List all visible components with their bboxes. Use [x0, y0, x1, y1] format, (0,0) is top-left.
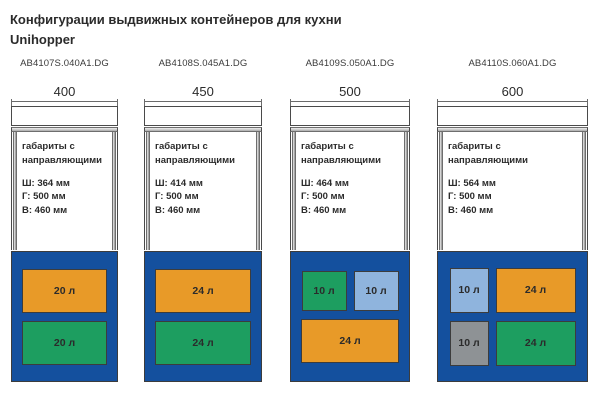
container-bin[interactable]: 10 л [301, 270, 347, 311]
top-rail [290, 127, 410, 132]
specs-header-line1: габариты с [301, 141, 354, 152]
slide-guide-left [146, 132, 150, 250]
dimension-line [11, 97, 118, 106]
dimension-line [437, 97, 588, 106]
specs-header-line2: направляющими [22, 154, 102, 166]
container-bin[interactable]: 20 л [22, 268, 107, 313]
drawer-front [437, 106, 588, 126]
slide-guide-left [292, 132, 296, 250]
slide-guide-right [404, 132, 408, 250]
dimension-value: 450 [144, 84, 262, 99]
slide-guide-right [582, 132, 586, 250]
drawer-front [144, 106, 262, 126]
spec-width: Ш: 414 мм [155, 177, 203, 189]
top-rail [144, 127, 262, 132]
dimension-line [144, 97, 262, 106]
spec-height: В: 460 мм [448, 205, 494, 217]
container-bin[interactable]: 10 л [449, 267, 489, 313]
spec-depth: Г: 500 мм [448, 191, 492, 203]
specs-block: габариты с направляющими Ш: 564 мм Г: 500 м… [448, 140, 577, 218]
cabinet-interior: габариты с направляющими Ш: 364 мм Г: 500 м… [11, 132, 118, 250]
part-number-label: AB4109S.050A1.DG [305, 58, 395, 69]
slide-guide-left [13, 132, 17, 250]
container-bin[interactable]: 20 л [22, 320, 107, 365]
spec-depth: Г: 500 мм [22, 191, 66, 203]
bin-row: 20 л [22, 320, 107, 365]
slide-guide-left [439, 132, 443, 250]
configuration-columns: AB4107S.040A1.DG 400 габариты с направляющи… [0, 58, 600, 398]
bin-row: 20 л [22, 268, 107, 313]
page-title-line2: Unihopper [10, 32, 75, 48]
top-rail [11, 127, 118, 132]
specs-spacer [22, 168, 107, 177]
container-bin[interactable]: 24 л [495, 267, 576, 313]
spec-height: В: 460 мм [155, 205, 201, 217]
bin-row: 24 л [155, 320, 251, 365]
dimension-callout: 600 [437, 84, 588, 106]
dimension-callout: 500 [290, 84, 410, 106]
container-bin[interactable]: 24 л [495, 320, 576, 366]
cabinet-interior: габариты с направляющими Ш: 564 мм Г: 500 м… [437, 132, 588, 250]
dimension-callout: 450 [144, 84, 262, 106]
specs-spacer [155, 168, 251, 177]
spec-width: Ш: 564 мм [448, 177, 496, 189]
page-title: Конфигурации выдвижных контейнеров для к… [10, 10, 570, 50]
page-title-line1: Конфигурации выдвижных контейнеров для к… [10, 12, 342, 27]
specs-header-line2: направляющими [301, 154, 381, 166]
container-bin[interactable]: 10 л [353, 270, 399, 311]
dimension-line [290, 97, 410, 106]
top-rail [437, 127, 588, 132]
cabinet-drawing: габариты с направляющими Ш: 364 мм Г: 500 м… [11, 106, 118, 382]
specs-spacer [301, 168, 399, 177]
container-area: 24 л 24 л [144, 251, 262, 382]
cabinet-drawing: габариты с направляющими Ш: 414 мм Г: 500 м… [144, 106, 262, 382]
specs-header-line2: направляющими [155, 154, 235, 166]
part-number-label: AB4110S.060A1.DG [468, 58, 557, 69]
bin-row: 24 л [301, 318, 399, 363]
dimension-value: 400 [11, 84, 118, 99]
container-bin[interactable]: 24 л [301, 318, 399, 363]
part-number-label: AB4108S.045A1.DG [158, 58, 248, 69]
specs-header-line1: габариты с [448, 141, 501, 152]
dimension-value: 600 [437, 84, 588, 99]
specs-block: габариты с направляющими Ш: 414 мм Г: 500 м… [155, 140, 251, 218]
cabinet-interior: габариты с направляющими Ш: 414 мм Г: 500 м… [144, 132, 262, 250]
container-bin[interactable]: 24 л [155, 268, 251, 313]
slide-guide-right [256, 132, 260, 250]
specs-block: габариты с направляющими Ш: 464 мм Г: 500 м… [301, 140, 399, 218]
spec-height: В: 460 мм [301, 205, 347, 217]
cabinet-drawing: габариты с направляющими Ш: 564 мм Г: 500 м… [437, 106, 588, 382]
spec-width: Ш: 464 мм [301, 177, 349, 189]
specs-header-line2: направляющими [448, 154, 528, 166]
container-area: 20 л 20 л [11, 251, 118, 382]
drawer-front [11, 106, 118, 126]
specs-spacer [448, 168, 577, 177]
cabinet-drawing: габариты с направляющими Ш: 464 мм Г: 500 м… [290, 106, 410, 382]
spec-depth: Г: 500 мм [301, 191, 345, 203]
drawer-front [290, 106, 410, 126]
spec-depth: Г: 500 мм [155, 191, 199, 203]
cabinet-interior: габариты с направляющими Ш: 464 мм Г: 500 м… [290, 132, 410, 250]
dimension-callout: 400 [11, 84, 118, 106]
part-number-label: AB4107S.040A1.DG [20, 58, 109, 69]
specs-header-line1: габариты с [155, 141, 208, 152]
bin-row: 24 л [155, 268, 251, 313]
spec-height: В: 460 мм [22, 205, 68, 217]
container-bin[interactable]: 24 л [155, 320, 251, 365]
container-bin[interactable]: 10 л [449, 320, 489, 366]
dimension-value: 500 [290, 84, 410, 99]
specs-header-line1: габариты с [22, 141, 75, 152]
spec-width: Ш: 364 мм [22, 177, 70, 189]
slide-guide-right [112, 132, 116, 250]
specs-block: габариты с направляющими Ш: 364 мм Г: 500 м… [22, 140, 107, 218]
